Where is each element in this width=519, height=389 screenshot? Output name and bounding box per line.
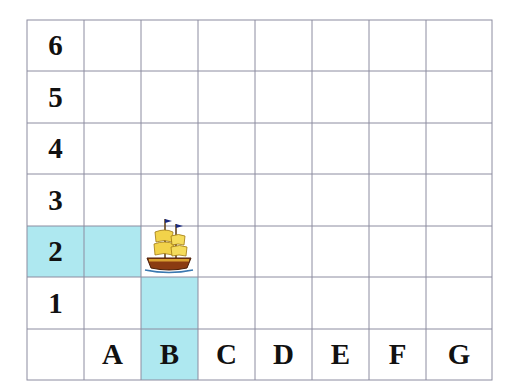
column-label: G	[426, 329, 492, 380]
row-label: 6	[27, 20, 84, 71]
grid-lines	[27, 20, 492, 380]
ship-icon	[145, 219, 193, 273]
row-label: 3	[27, 174, 84, 226]
row-label: 4	[27, 123, 84, 174]
column-label: E	[312, 329, 369, 380]
row-label: 2	[27, 226, 84, 277]
column-label: A	[84, 329, 141, 380]
row-label: 5	[27, 71, 84, 123]
column-label: B	[141, 329, 198, 380]
column-label: D	[255, 329, 312, 380]
column-label: F	[369, 329, 426, 380]
row-label: 1	[27, 277, 84, 329]
column-label: C	[198, 329, 255, 380]
